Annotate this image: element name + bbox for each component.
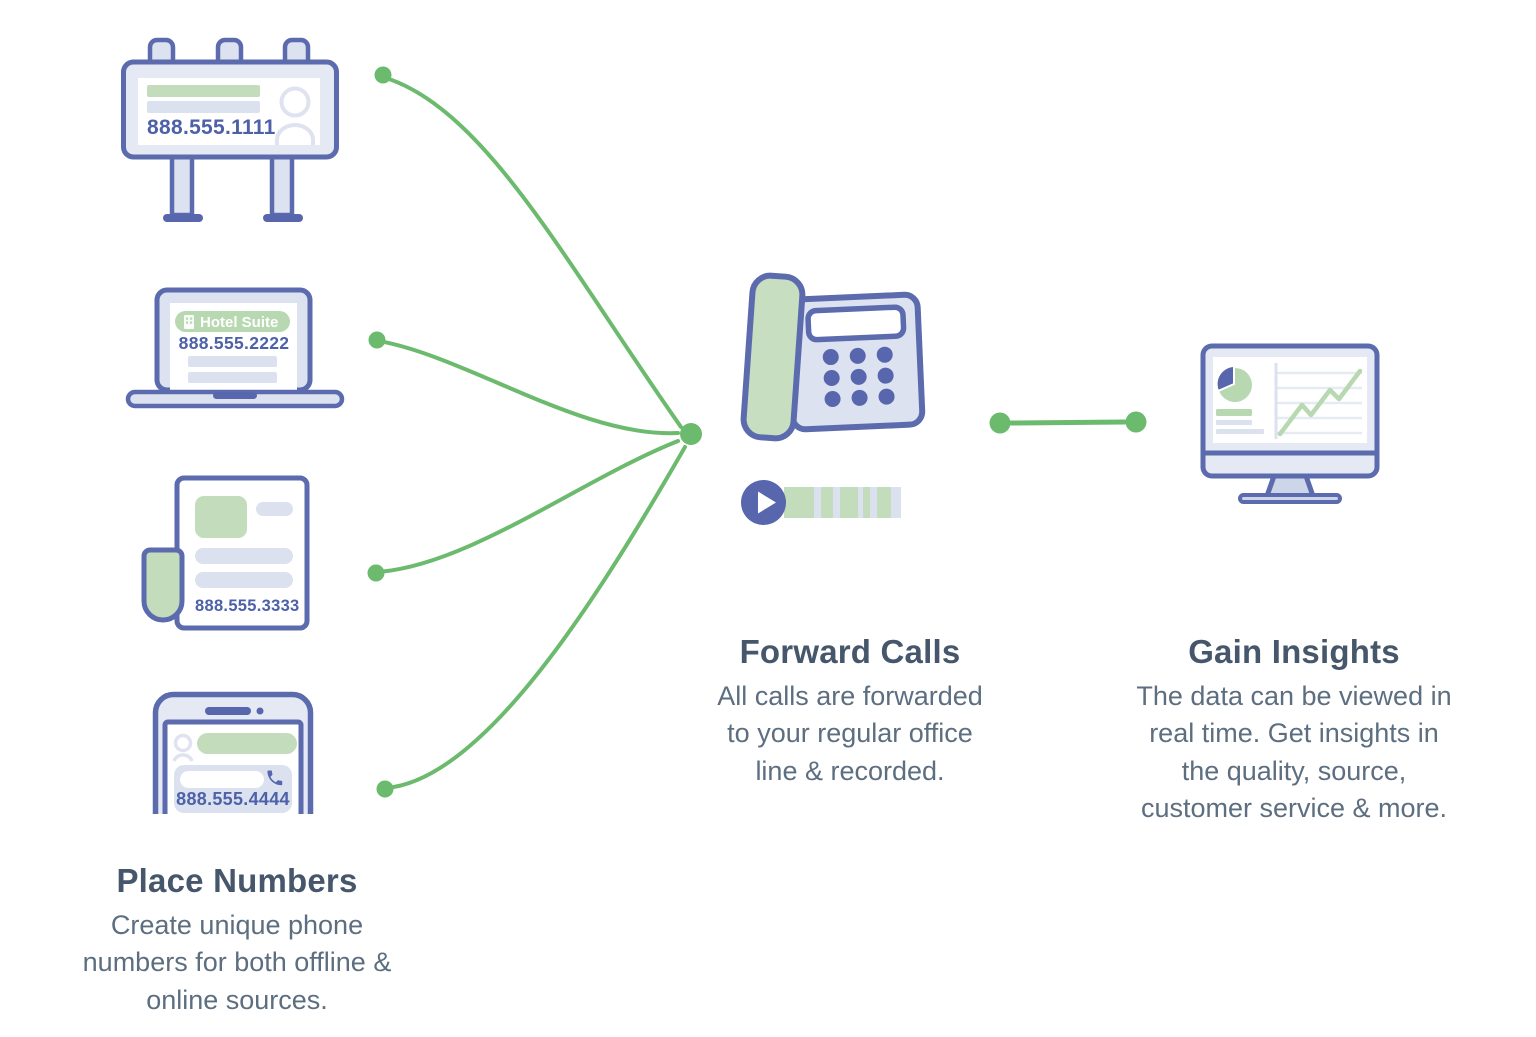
keypad-dots xyxy=(822,346,895,408)
billboard-number: 888.555.1111 xyxy=(147,116,276,139)
building-icon xyxy=(184,315,194,329)
step-gain-insights: Gain Insights The data can be viewed in … xyxy=(1088,633,1500,827)
paper-roll xyxy=(141,547,185,623)
camera-dot xyxy=(256,707,264,715)
step-body: All calls are forwarded to your regular … xyxy=(717,681,983,786)
pie-chart-icon xyxy=(1215,364,1252,402)
newspaper-icon: 888.555.3333 xyxy=(141,475,310,631)
step-body: Create unique phone numbers for both off… xyxy=(82,910,392,1015)
phone-icon xyxy=(267,770,283,786)
connector-print xyxy=(376,439,680,574)
phone-display xyxy=(805,304,907,343)
connector-dot xyxy=(376,780,394,798)
connector-dot xyxy=(368,331,386,349)
phone-handset xyxy=(740,272,806,442)
connector-dot xyxy=(374,66,392,84)
smartphone-icon: 888.555.4444 xyxy=(152,691,314,814)
step-title: Gain Insights xyxy=(1188,633,1400,670)
connector-hub-dot xyxy=(680,423,702,445)
website-label: Hotel Suite xyxy=(200,314,278,331)
step-forward-calls: Forward Calls All calls are forwarded to… xyxy=(665,633,1035,790)
website-banner xyxy=(175,311,290,332)
website-number: 888.555.2222 xyxy=(179,333,290,353)
person-icon xyxy=(275,86,315,145)
laptop-icon: Hotel Suite 888.555.2222 xyxy=(125,287,345,409)
connector-dot xyxy=(1125,411,1147,433)
monitor-icon xyxy=(1200,343,1380,504)
mobile-number: 888.555.4444 xyxy=(176,789,290,809)
connector-website xyxy=(377,339,680,436)
connector-dot xyxy=(989,412,1011,434)
line-chart-icon xyxy=(1274,363,1363,439)
connector-billboard xyxy=(381,75,683,429)
print-number: 888.555.3333 xyxy=(195,597,300,615)
speaker-bar xyxy=(205,707,251,715)
step-place-numbers: Place Numbers Create unique phone number… xyxy=(30,862,444,1019)
connector-dot xyxy=(367,564,385,582)
connector-insights xyxy=(1008,419,1128,426)
person-icon xyxy=(172,733,194,762)
connector-mobile xyxy=(384,445,687,790)
step-title: Place Numbers xyxy=(116,862,358,899)
billboard-icon: 888.555.1111 xyxy=(121,37,339,222)
step-title: Forward Calls xyxy=(739,633,961,670)
monitor-base xyxy=(1238,493,1342,504)
call-recording-player xyxy=(741,480,901,525)
step-body: The data can be viewed in real time. Get… xyxy=(1136,681,1452,823)
desk-phone-icon xyxy=(740,272,926,442)
